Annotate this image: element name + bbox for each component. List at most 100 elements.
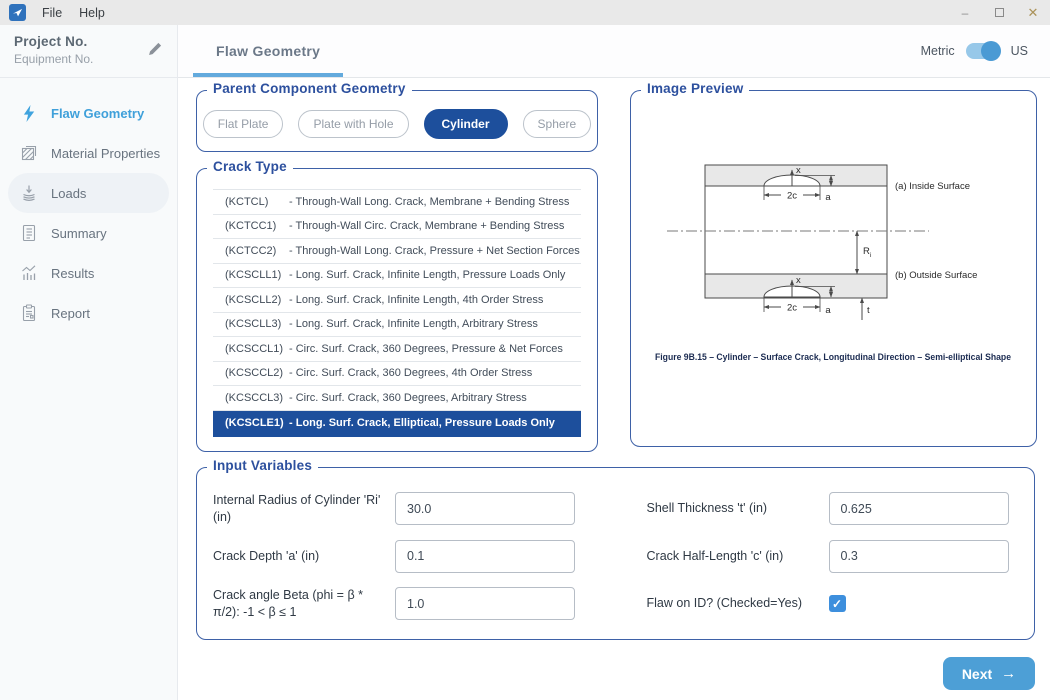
- svg-text:x: x: [796, 275, 801, 286]
- tab-flaw-geometry[interactable]: Flaw Geometry: [193, 25, 343, 77]
- minimize-icon[interactable]: –: [948, 0, 982, 25]
- svg-text:i: i: [870, 252, 871, 259]
- input-variables-grid: Internal Radius of Cylinder 'Ri' (in) Cra…: [213, 492, 1018, 621]
- crack-type-row[interactable]: (KCSCLE1)- Long. Surf. Crack, Elliptical…: [213, 411, 581, 437]
- input-variables-panel: Input Variables Internal Radius of Cylin…: [196, 467, 1035, 640]
- crack-type-row[interactable]: (KCSCCL1)- Circ. Surf. Crack, 360 Degree…: [213, 337, 581, 362]
- close-icon[interactable]: ✕: [1016, 0, 1050, 25]
- sidebar-nav: Flaw GeometryMaterial PropertiesLoadsSum…: [0, 78, 177, 333]
- main-header: Flaw Geometry Metric US: [178, 25, 1050, 78]
- sidebar-item-results[interactable]: Results: [0, 253, 177, 293]
- project-header: Project No. Equipment No.: [0, 25, 177, 78]
- parent-geometry-panel: Parent Component Geometry Flat PlatePlat…: [196, 90, 598, 152]
- metric-label[interactable]: Metric: [921, 44, 955, 58]
- project-number-label: Project No.: [14, 34, 165, 49]
- crack-desc: - Through-Wall Long. Crack, Pressure + N…: [289, 245, 580, 257]
- input-field-row: Crack angle Beta (phi = β * π/2): -1 < β…: [213, 587, 585, 621]
- crack-type-list: (KCTCL)- Through-Wall Long. Crack, Membr…: [213, 189, 581, 437]
- sidebar-item-label: Results: [51, 266, 94, 281]
- material-icon: [20, 144, 38, 162]
- sidebar-item-flaw-geometry[interactable]: Flaw Geometry: [0, 93, 177, 133]
- window-controls: – ✕: [948, 0, 1050, 25]
- svg-text:x: x: [796, 165, 801, 176]
- input-field-row: Internal Radius of Cylinder 'Ri' (in): [213, 492, 585, 526]
- figure-caption: Figure 9B.15 – Cylinder – Surface Crack,…: [655, 352, 1011, 362]
- crack-code: (KCSCCL3): [225, 392, 289, 404]
- field-label: Crack angle Beta (phi = β * π/2): -1 < β…: [213, 587, 387, 621]
- menu-help[interactable]: Help: [79, 6, 105, 20]
- crack-type-row[interactable]: (KCSCCL2)- Circ. Surf. Crack, 360 Degree…: [213, 362, 581, 387]
- crack-code: (KCSCCL2): [225, 367, 289, 379]
- edit-pencil-icon[interactable]: [147, 41, 163, 62]
- sidebar-item-loads[interactable]: Loads: [8, 173, 169, 213]
- crack-type-row[interactable]: (KCSCLL1)- Long. Surf. Crack, Infinite L…: [213, 264, 581, 289]
- parent-geometry-legend: Parent Component Geometry: [207, 81, 412, 96]
- input-variables-legend: Input Variables: [207, 458, 318, 473]
- geometry-option-flat-plate[interactable]: Flat Plate: [203, 110, 284, 138]
- crack-type-row[interactable]: (KCTCL)- Through-Wall Long. Crack, Membr…: [213, 190, 581, 215]
- crack-desc: - Circ. Surf. Crack, 360 Degrees, Arbitr…: [289, 392, 527, 404]
- maximize-icon[interactable]: [982, 0, 1016, 25]
- field-label: Crack Half-Length 'c' (in): [647, 548, 821, 565]
- crack-desc: - Circ. Surf. Crack, 360 Degrees, Pressu…: [289, 343, 563, 355]
- input-field-row: Flaw on ID? (Checked=Yes)✓: [647, 587, 1019, 621]
- crack-type-row[interactable]: (KCSCCL3)- Circ. Surf. Crack, 360 Degree…: [213, 386, 581, 411]
- image-preview-panel: Image Preview: [630, 90, 1037, 447]
- crack-code: (KCTCC2): [225, 245, 289, 257]
- svg-text:t: t: [867, 305, 870, 316]
- summary-icon: [20, 224, 38, 242]
- geometry-option-sphere[interactable]: Sphere: [523, 110, 592, 138]
- field-label: Crack Depth 'a' (in): [213, 548, 387, 565]
- crack-code: (KCSCLL2): [225, 294, 289, 306]
- sidebar-item-summary[interactable]: Summary: [0, 213, 177, 253]
- menu-file[interactable]: File: [42, 6, 62, 20]
- crack-type-panel: Crack Type (KCTCL)- Through-Wall Long. C…: [196, 168, 598, 452]
- lightning-icon: [20, 105, 38, 122]
- equipment-number-label: Equipment No.: [14, 52, 165, 66]
- svg-text:a: a: [825, 305, 831, 316]
- crack-code: (KCSCLE1): [225, 417, 289, 429]
- geometry-option-cylinder[interactable]: Cylinder: [424, 109, 508, 139]
- sidebar-item-report[interactable]: Report: [0, 293, 177, 333]
- svg-text:(b) Outside Surface: (b) Outside Surface: [895, 270, 977, 281]
- main-panel: Flaw Geometry Metric US Parent Component…: [178, 25, 1050, 700]
- field-input[interactable]: [829, 540, 1009, 573]
- crack-desc: - Long. Surf. Crack, Infinite Length, Pr…: [289, 269, 565, 281]
- loads-icon: [20, 184, 38, 202]
- svg-text:R: R: [863, 246, 870, 257]
- content: Parent Component Geometry Flat Plate Plat…: [178, 78, 1050, 700]
- field-input[interactable]: [829, 492, 1009, 525]
- us-label[interactable]: US: [1011, 44, 1028, 58]
- crack-type-row[interactable]: (KCTCC1)- Through-Wall Circ. Crack, Memb…: [213, 215, 581, 240]
- report-icon: [20, 304, 38, 322]
- geometry-options: Flat Plate Plate with Hole Cylinder Sphere: [203, 109, 591, 139]
- unit-toggle-switch[interactable]: [966, 43, 1000, 59]
- crack-desc: - Circ. Surf. Crack, 360 Degrees, 4th Or…: [289, 367, 532, 379]
- next-button[interactable]: Next →: [943, 657, 1035, 690]
- crack-code: (KCTCL): [225, 196, 289, 208]
- field-input[interactable]: [395, 540, 575, 573]
- flaw-diagram: x a 2c (a) Inside Surface: [645, 121, 1022, 411]
- field-input[interactable]: [395, 492, 575, 525]
- image-preview-legend: Image Preview: [641, 81, 749, 96]
- crack-type-row[interactable]: (KCTCC2)- Through-Wall Long. Crack, Pres…: [213, 239, 581, 264]
- field-input[interactable]: [395, 587, 575, 620]
- arrow-right-icon: →: [1001, 665, 1016, 682]
- flaw-on-id-checkbox[interactable]: ✓: [829, 595, 846, 612]
- sidebar-item-label: Flaw Geometry: [51, 106, 144, 121]
- crack-type-legend: Crack Type: [207, 159, 293, 174]
- app-logo-icon: [9, 4, 26, 21]
- crack-code: (KCTCC1): [225, 220, 289, 232]
- sidebar-item-material-properties[interactable]: Material Properties: [0, 133, 177, 173]
- crack-desc: - Through-Wall Long. Crack, Membrane + B…: [289, 196, 569, 208]
- input-field-row: Shell Thickness 't' (in): [647, 492, 1019, 526]
- crack-code: (KCSCLL3): [225, 318, 289, 330]
- svg-text:2c: 2c: [787, 303, 797, 314]
- crack-type-row[interactable]: (KCSCLL3)- Long. Surf. Crack, Infinite L…: [213, 313, 581, 338]
- sidebar-item-label: Report: [51, 306, 90, 321]
- geometry-option-plate-with-hole[interactable]: Plate with Hole: [298, 110, 408, 138]
- crack-type-row[interactable]: (KCSCLL2)- Long. Surf. Crack, Infinite L…: [213, 288, 581, 313]
- crack-desc: - Long. Surf. Crack, Elliptical, Pressur…: [289, 417, 555, 429]
- toggle-knob-icon: [981, 41, 1001, 61]
